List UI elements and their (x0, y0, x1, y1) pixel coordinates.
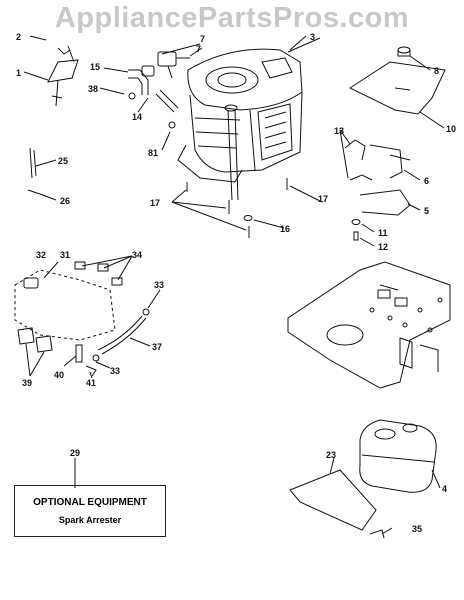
engine[interactable] (177, 37, 321, 183)
muffler-bracket-23[interactable] (289, 469, 377, 531)
callout-23: 23 (326, 450, 336, 460)
callout-12: 12 (378, 242, 388, 252)
callout-15: 15 (90, 62, 100, 72)
ignition-module[interactable] (157, 51, 190, 79)
leader-lines (23, 35, 445, 535)
fuel-line-fitting[interactable] (155, 89, 179, 113)
screw-26[interactable] (27, 189, 41, 195)
engine-bolts[interactable] (186, 178, 288, 238)
callout-17a: 17 (150, 198, 160, 208)
nut-8[interactable] (397, 46, 411, 57)
fitting-40[interactable] (75, 344, 83, 363)
callout-37: 37 (152, 342, 162, 352)
throttle-bracket[interactable] (47, 59, 79, 107)
callout-6: 6 (424, 176, 429, 186)
callout-35: 35 (412, 524, 422, 534)
callout-33b: 33 (110, 366, 120, 376)
callout-labels: 2 1 15 38 14 81 7 7 3 8 10 13 6 5 11 12 … (16, 32, 456, 534)
screw-35[interactable] (369, 529, 385, 539)
dipstick-tube[interactable] (224, 104, 239, 201)
clips-39[interactable] (17, 327, 53, 353)
callout-29: 29 (70, 448, 80, 458)
callout-41: 41 (86, 378, 96, 388)
callout-11: 11 (378, 228, 388, 238)
heat-shield[interactable] (348, 61, 446, 115)
air-filter-elbow[interactable] (128, 65, 155, 95)
washer-11[interactable] (351, 219, 361, 225)
spring-25[interactable] (29, 147, 37, 179)
callout-5: 5 (424, 206, 429, 216)
callout-7b: 7 (196, 44, 201, 54)
optional-equipment-box: OPTIONAL EQUIPMENT Spark Arrester (14, 485, 166, 537)
callout-7a: 7 (200, 34, 205, 44)
callout-8: 8 (434, 66, 439, 76)
spacer-81[interactable] (168, 121, 176, 129)
watermark-text: AppliancePartsPros.com (54, 2, 410, 34)
callout-17b: 17 (318, 194, 328, 204)
callout-14: 14 (132, 112, 142, 122)
clamp-33[interactable] (92, 308, 150, 362)
fuel-hose-37[interactable] (97, 315, 147, 355)
spark-arrester-label: Spark Arrester (58, 515, 122, 525)
clamp-41[interactable] (85, 365, 97, 377)
callout-26: 26 (60, 196, 70, 206)
callout-16: 16 (280, 224, 290, 234)
callout-40: 40 (54, 370, 64, 380)
callout-39: 39 (22, 378, 32, 388)
engine-bracket-13[interactable] (344, 139, 373, 181)
callout-13: 13 (334, 126, 344, 136)
callout-3: 3 (310, 32, 315, 42)
callout-31: 31 (60, 250, 70, 260)
pad-32[interactable] (23, 277, 39, 289)
deck-parts-31[interactable] (14, 269, 116, 341)
callout-34: 34 (132, 250, 142, 260)
bracket-screw[interactable] (57, 45, 75, 63)
callout-33a: 33 (154, 280, 164, 290)
callout-1: 1 (16, 68, 21, 78)
muffler[interactable] (359, 419, 437, 493)
engine-bracket-6[interactable] (369, 144, 411, 179)
chassis-frame[interactable] (287, 261, 451, 389)
callout-2: 2 (16, 32, 21, 42)
callout-81: 81 (148, 148, 158, 158)
spacer-38[interactable] (128, 92, 136, 100)
callout-4: 4 (442, 484, 447, 494)
engine-bracket-5[interactable] (359, 189, 411, 216)
fuse-blocks-34[interactable] (74, 261, 123, 286)
callout-25: 25 (58, 156, 68, 166)
callout-10: 10 (446, 124, 456, 134)
callout-32: 32 (36, 250, 46, 260)
washer-16[interactable] (243, 215, 253, 221)
callout-38: 38 (88, 84, 98, 94)
optional-equipment-title: OPTIONAL EQUIPMENT (33, 497, 147, 508)
bolt-12[interactable] (353, 231, 359, 241)
